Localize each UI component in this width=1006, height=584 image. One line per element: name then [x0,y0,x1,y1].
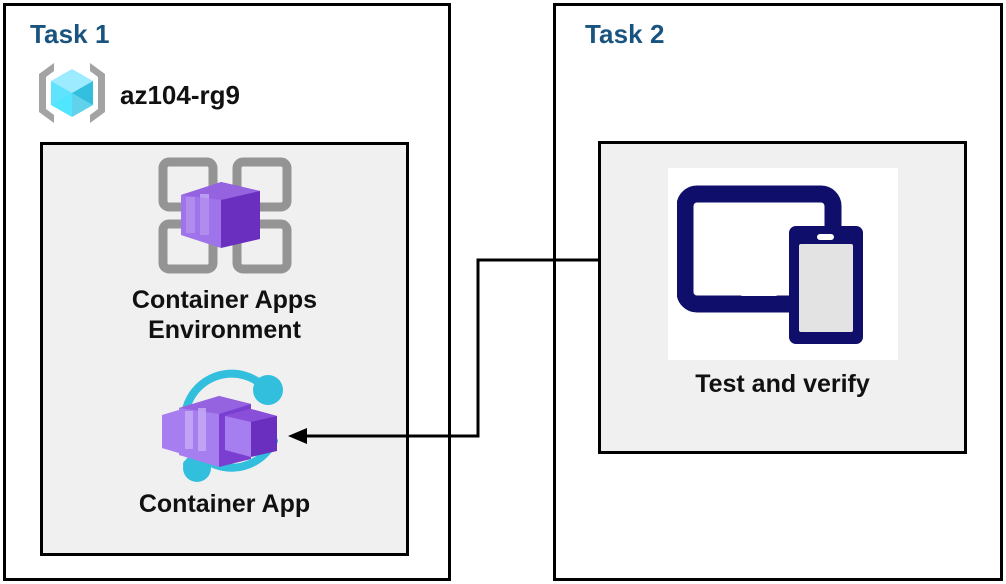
task-1-title: Task 1 [30,19,110,49]
container-app-icon [141,368,309,488]
resource-group-label: az104-rg9 [120,80,240,110]
node-test-and-verify: Test and verify [598,168,967,400]
task-2-title: Task 2 [585,19,665,49]
test-devices-icon [667,168,898,360]
container-apps-environment-label: Container Apps Environment [131,286,318,344]
container-apps-environment-icon [150,152,300,282]
node-container-app: Container App [40,368,409,520]
container-app-label: Container App [138,490,311,518]
azure-resource-group-icon [34,60,110,131]
test-and-verify-label: Test and verify [695,370,870,398]
node-container-apps-environment: Container Apps Environment [40,152,409,345]
resource-group-row: az104-rg9 [34,60,240,131]
